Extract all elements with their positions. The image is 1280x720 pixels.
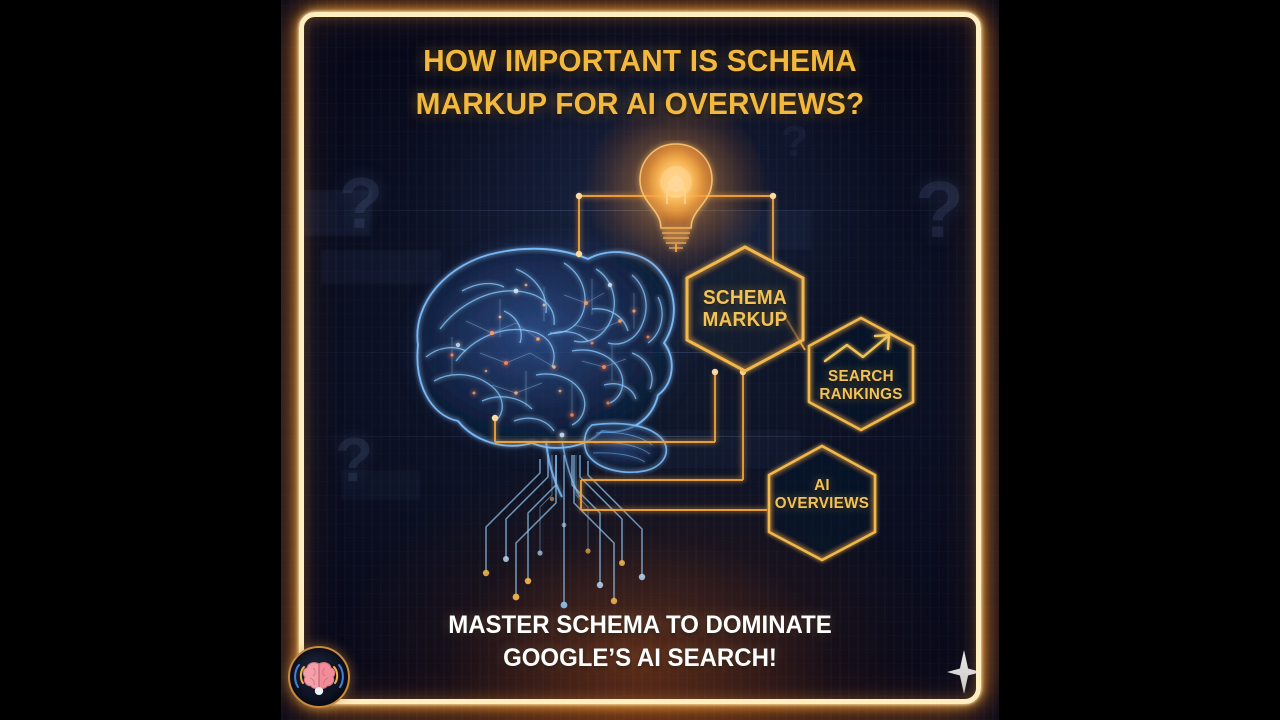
tagline-line-1: MASTER SCHEMA TO DOMINATE: [448, 611, 832, 639]
poster: ? ? ? ?: [281, 0, 999, 720]
question-mark-watermark: ?: [335, 426, 373, 495]
tagline: MASTER SCHEMA TO DOMINATE GOOGLE’S AI SE…: [295, 609, 984, 674]
page-title: HOW IMPORTANT IS SCHEMA MARKUP FOR AI OV…: [295, 40, 984, 126]
circuit-traces: [482, 455, 646, 609]
title-line-1: HOW IMPORTANT IS SCHEMA: [423, 43, 857, 78]
title-line-2: MARKUP FOR AI OVERVIEWS?: [415, 85, 865, 121]
node-label: AI OVERVIEWS: [774, 477, 870, 512]
node-schema-markup[interactable]: SCHEMA MARKUP: [681, 243, 809, 375]
brand-logo[interactable]: [288, 646, 350, 708]
brain-illustration: [396, 225, 706, 505]
lightbulb-illustration: [587, 98, 765, 276]
question-mark-watermark: ?: [781, 117, 808, 166]
question-mark-watermark: ?: [915, 165, 964, 254]
node-label: SCHEMA MARKUP: [702, 287, 788, 332]
node-label: SEARCH RANKINGS: [819, 368, 903, 403]
brain-icon: [416, 247, 675, 498]
lightbulb-glow: [587, 98, 765, 276]
hexagon-outline: [767, 444, 877, 562]
node-search-rankings[interactable]: SEARCH RANKINGS: [805, 315, 917, 433]
neon-frame: [299, 12, 981, 704]
brain-waves-logo-icon: [294, 662, 344, 695]
node-ai-overviews[interactable]: AI OVERVIEWS: [765, 443, 879, 563]
question-mark-watermark: ?: [339, 164, 383, 244]
hexagon-outline: [807, 316, 915, 432]
hexagon-outline: [685, 245, 805, 373]
tagline-line-2: GOOGLE’S AI SEARCH!: [503, 643, 777, 672]
